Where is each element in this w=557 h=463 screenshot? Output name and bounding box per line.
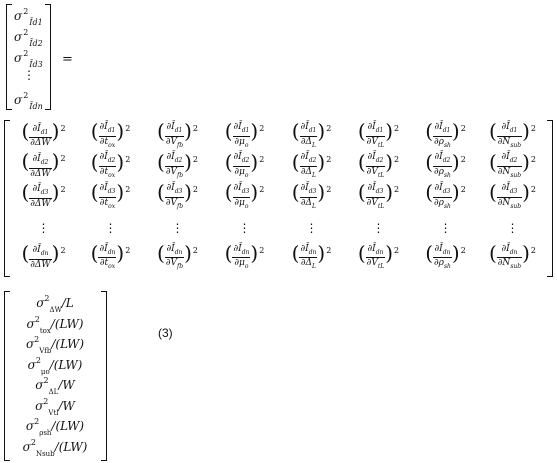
equation-number: (3): [158, 326, 173, 340]
right-vector-entry: σ2tox/(LW): [26, 314, 84, 335]
matrix-cell: (∂Īd2∂VtL)2: [357, 149, 400, 179]
right-vector-entry: σ2ρsh/(LW): [25, 417, 85, 437]
matrix-cell: (∂Īd2∂μo)2: [224, 149, 265, 179]
matrix-cell: (∂Īdn∂Nsub)2: [488, 240, 537, 271]
matrix-cell: (∂Īd1∂ρsh)2: [425, 119, 466, 149]
left-bracket: [6, 4, 12, 110]
matrix-cell: (∂Īd1∂Vfb)2: [157, 119, 198, 149]
matrix-cell: (∂Īd3∂tox)2: [90, 180, 131, 210]
matrix-cell: (∂Īd1∂ΔW)2: [21, 119, 66, 149]
matrix-cell: ⋮: [171, 221, 184, 236]
right-vector-entry: σ2Vfb/(LW): [25, 335, 85, 355]
matrix-cell: (∂Īdn∂tox)2: [90, 240, 131, 271]
matrix-left-bracket: [4, 120, 10, 277]
equals-sign: =: [62, 52, 73, 67]
matrix-cell: ⋮: [104, 221, 117, 236]
matrix-cells: (∂Īd1∂ΔW)2 (∂Īd1∂tox)2 (∂Īd1∂Vfb)2 (∂Īd1∂μo…: [10, 119, 546, 274]
matrix-cell: ⋮: [305, 221, 318, 236]
right-vector-entry: σ2μo/(LW): [27, 355, 83, 376]
matrix-cell: (∂Īd1∂μo)2: [224, 119, 265, 149]
matrix-cell: (∂Īd2∂Nsub)2: [488, 149, 537, 179]
matrix-cell: (∂Īd3∂ΔL)2: [291, 180, 332, 210]
matrix-cell: (∂Īd2∂ΔW)2: [21, 149, 66, 179]
left-vector-entry: σ2Īd3: [14, 49, 43, 69]
matrix-cell: (∂Īd1∂ΔL)2: [291, 119, 332, 149]
matrix-cell: (∂Īd1∂VtL)2: [357, 119, 400, 149]
matrix-cell: (∂Īd3∂μo)2: [224, 180, 265, 210]
matrix-cell: (∂Īd3∂ΔW)2: [21, 179, 66, 210]
left-vector-entry: σ2Īdn: [14, 91, 43, 111]
matrix-cell: (∂Īdn∂Vfb)2: [157, 240, 198, 271]
matrix-cell: (∂Īdn∂ΔW)2: [21, 240, 66, 270]
matrix-cell: (∂Īd2∂ΔL)2: [291, 149, 332, 179]
matrix-cell: (∂Īdn∂μo)2: [224, 240, 265, 271]
right-vector-entry: σ2ΔL/W: [35, 376, 75, 396]
matrix-cell: (∂Īdn∂VtL)2: [357, 240, 400, 271]
matrix-cell: (∂Īd3∂Vfb)2: [157, 180, 198, 210]
matrix-cell: (∂Īd2∂ρsh)2: [425, 149, 466, 179]
matrix-cell: (∂Īd2∂Vfb)2: [157, 149, 198, 179]
matrix-cell: ⋮: [372, 221, 385, 236]
matrix-cell: (∂Īd3∂ρsh)2: [425, 180, 466, 210]
rv-right-bracket: [101, 291, 107, 461]
matrix-cell: (∂Īd1∂Nsub)2: [488, 119, 537, 149]
matrix-cell: (∂Īd2∂tox)2: [90, 149, 131, 179]
matrix-cell: (∂Īd1∂tox)2: [90, 119, 131, 149]
matrix-cell: ⋮: [439, 221, 452, 236]
left-vector-entry: ⋮: [23, 68, 35, 82]
left-vector-entry: σ2Īd2: [14, 28, 43, 48]
matrix-right-bracket: [547, 120, 553, 277]
right-vector-entry: σ2ΔW/L: [36, 294, 74, 314]
matrix-cell: ⋮: [37, 221, 50, 236]
matrix-cell: (∂Īd3∂Nsub)2: [488, 180, 537, 210]
right-vector-entry: σ2Nsub/(LW): [22, 437, 88, 458]
matrix-cell: (∂Īdn∂ρsh)2: [425, 240, 466, 271]
right-vector-entry: σ2Vtl/W: [35, 396, 75, 417]
right-bracket: [45, 4, 51, 110]
rv-left-bracket: [4, 291, 10, 461]
left-vector-entry: σ2Īd1: [14, 7, 43, 27]
matrix-cell: ⋮: [238, 221, 251, 236]
matrix-cell: (∂Īdn∂ΔL)2: [291, 240, 332, 271]
matrix-cell: (∂Īd3∂VtL)2: [357, 180, 400, 210]
matrix-cell: ⋮: [506, 221, 519, 236]
